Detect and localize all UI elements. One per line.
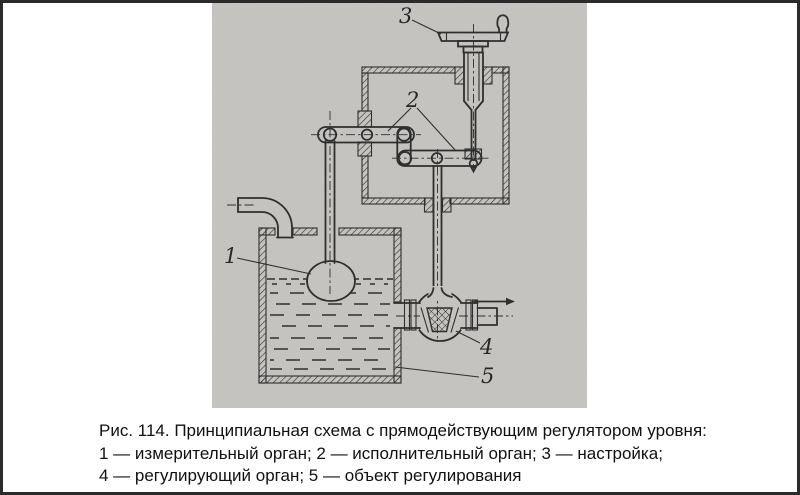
caption-line-1: Рис. 114. Принципиальная схема с прямоде… <box>99 421 707 440</box>
caption-line-2: 1 — измерительный орган; 2 — исполнитель… <box>99 443 663 463</box>
paper-grain-overlay <box>212 3 587 408</box>
figure-caption: Рис. 114. Принципиальная схема с прямоде… <box>99 420 779 488</box>
caption-line-3: 4 — регулирующий орган; 5 — объект регул… <box>99 466 522 485</box>
